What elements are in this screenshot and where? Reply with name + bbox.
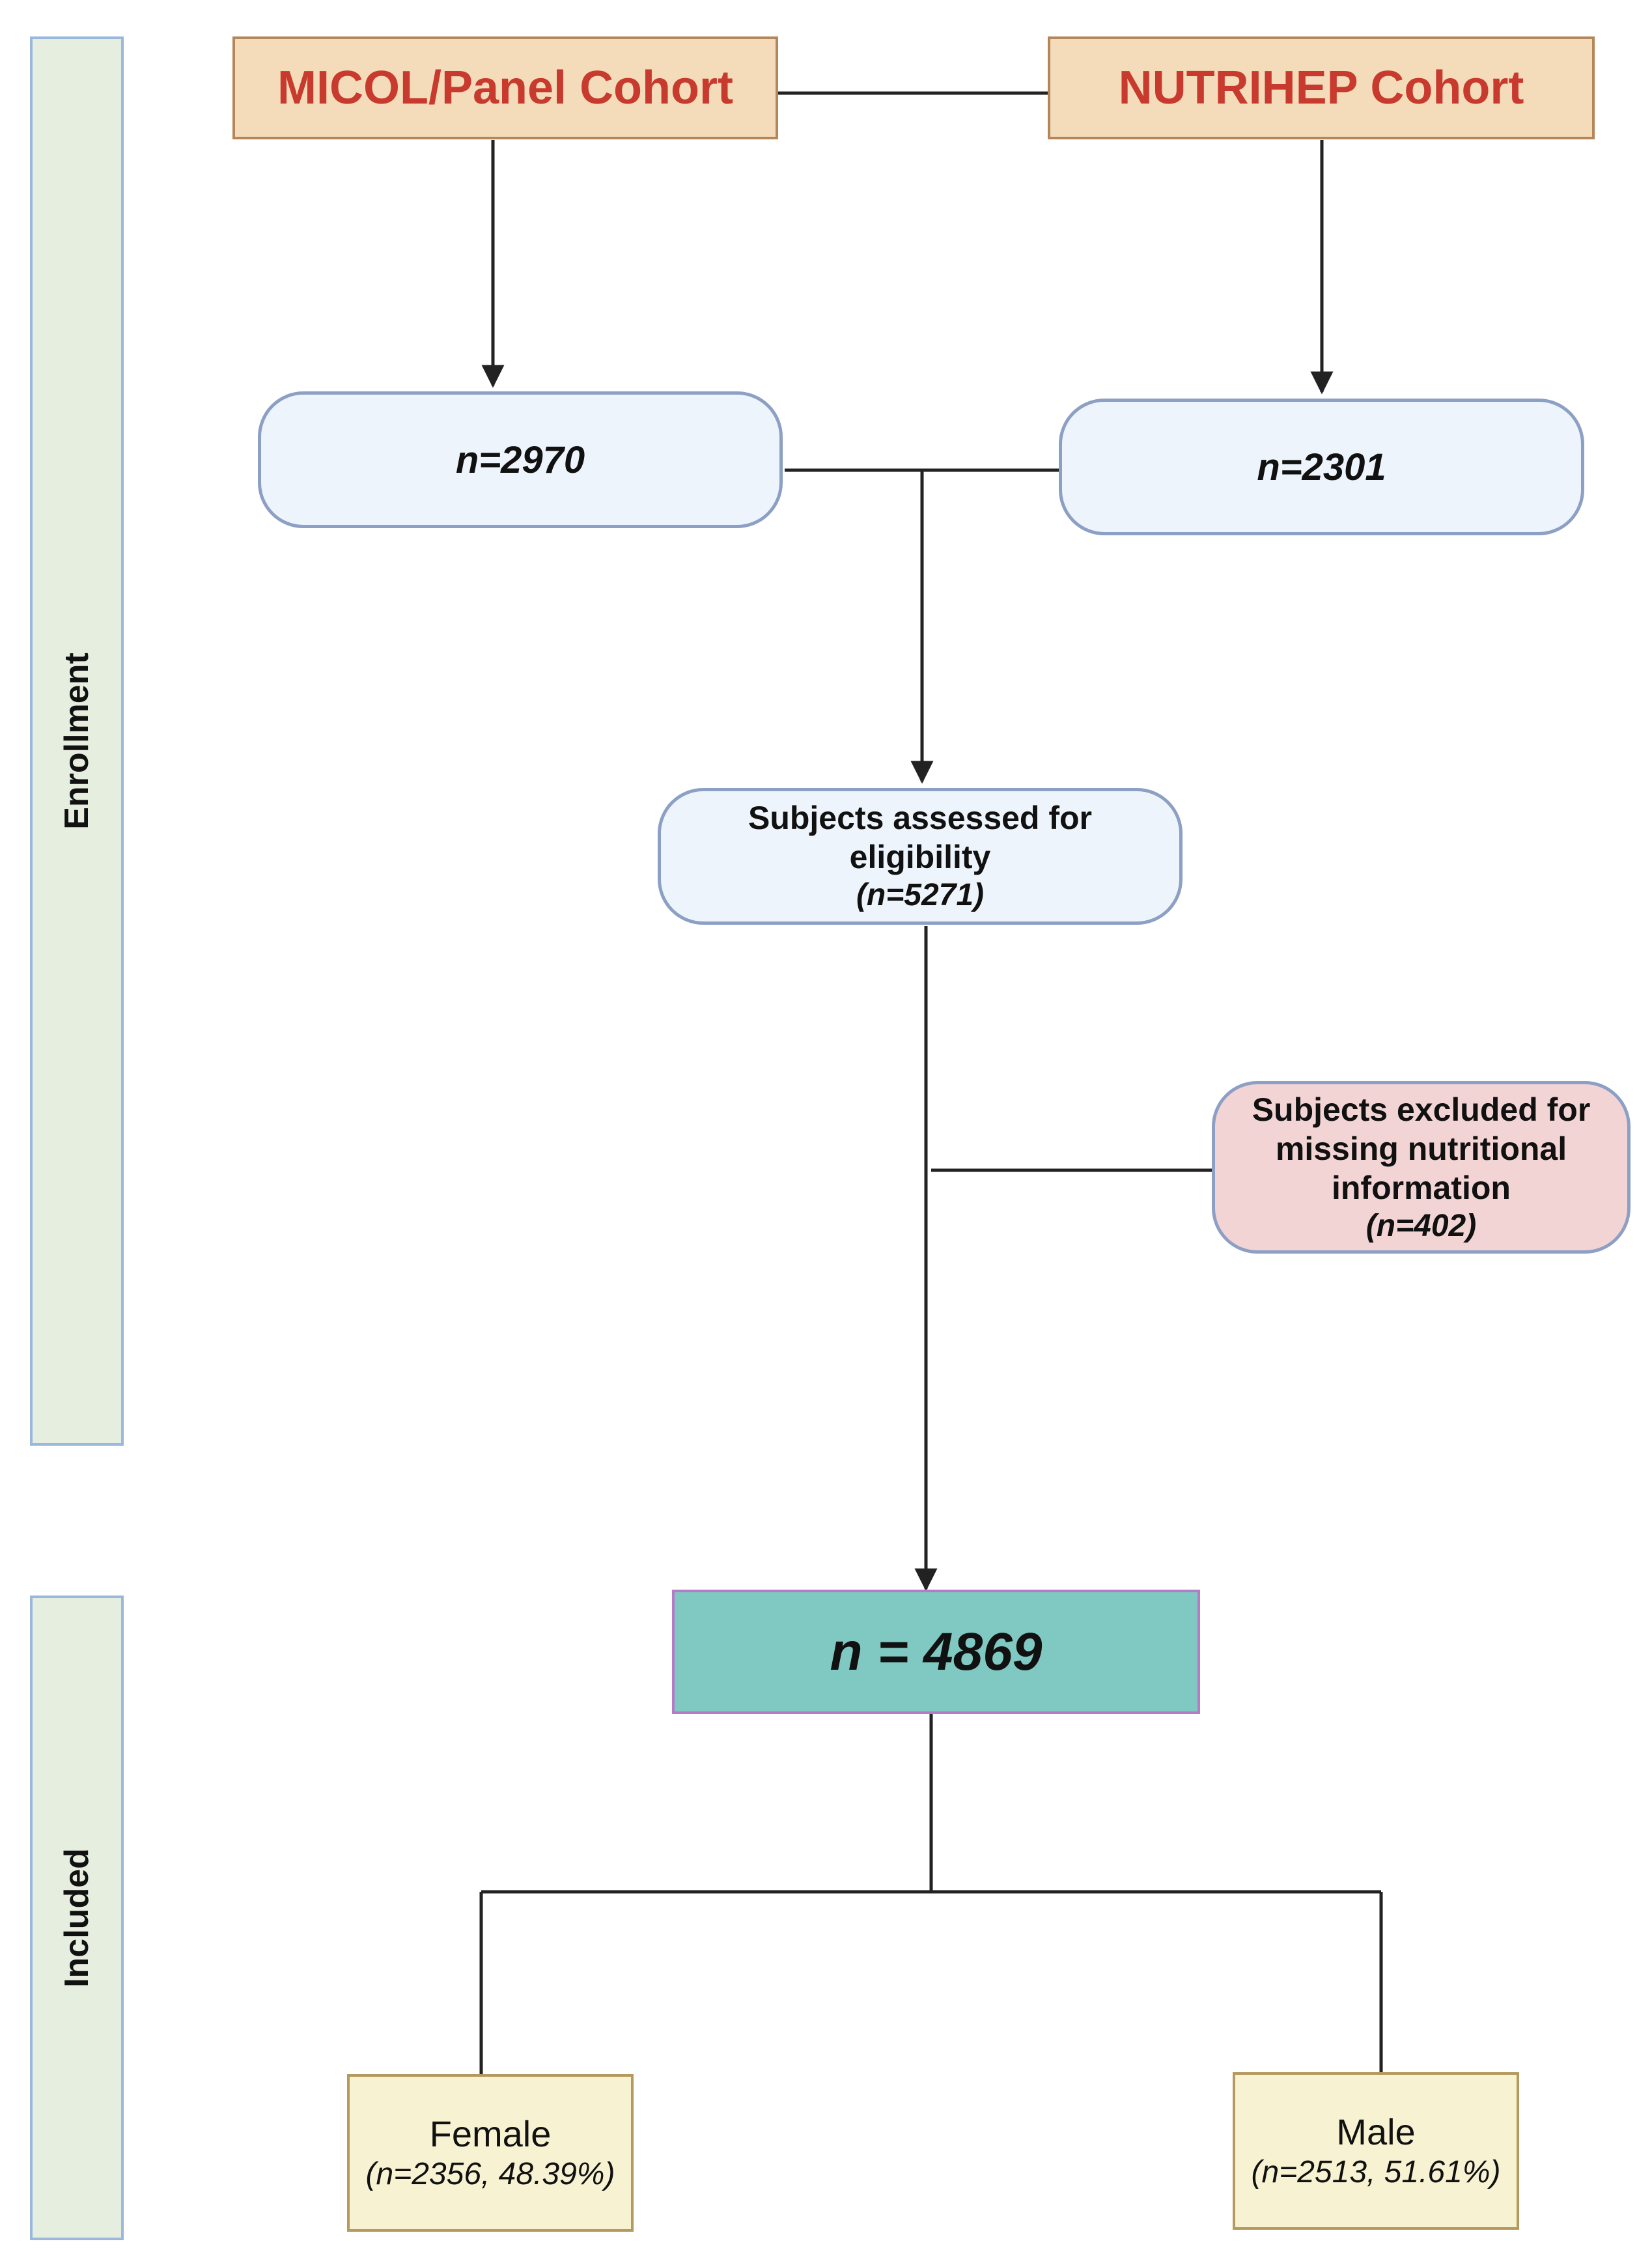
eligibility-line-1: Subjects assessed for bbox=[748, 800, 1093, 836]
included-box: n = 4869 bbox=[672, 1590, 1200, 1714]
eligibility-line-2: eligibility bbox=[849, 839, 991, 875]
excluded-line-1: Subjects excluded for bbox=[1252, 1091, 1591, 1128]
male-label: Male bbox=[1336, 2111, 1416, 2152]
excluded-line-3: information bbox=[1332, 1169, 1511, 1206]
micol-count: n=2970 bbox=[455, 438, 585, 481]
nutrihep-count-box: n=2301 bbox=[1059, 399, 1584, 535]
excluded-count: (n=402) bbox=[1365, 1208, 1477, 1243]
enrollment-phase-label: Enrollment bbox=[58, 653, 96, 830]
included-phase-bar: Included bbox=[30, 1595, 124, 2240]
included-count: n = 4869 bbox=[830, 1622, 1043, 1681]
female-label: Female bbox=[429, 2113, 552, 2154]
excluded-line-2: missing nutritional bbox=[1275, 1130, 1567, 1167]
excluded-box: Subjects excluded for missing nutritiona… bbox=[1212, 1081, 1631, 1254]
female-box: Female (n=2356, 48.39%) bbox=[347, 2074, 634, 2232]
eligibility-box: Subjects assessed for eligibility (n=527… bbox=[658, 788, 1183, 925]
eligibility-count: (n=5271) bbox=[856, 878, 985, 912]
enrollment-phase-bar: Enrollment bbox=[30, 36, 124, 1446]
micol-cohort-box: MICOL/Panel Cohort bbox=[232, 36, 778, 139]
micol-count-box: n=2970 bbox=[258, 391, 783, 528]
male-count: (n=2513, 51.61%) bbox=[1251, 2155, 1501, 2189]
nutrihep-cohort-label: NUTRIHEP Cohort bbox=[1118, 62, 1524, 114]
male-box: Male (n=2513, 51.61%) bbox=[1233, 2072, 1519, 2230]
nutrihep-count: n=2301 bbox=[1257, 445, 1386, 488]
micol-cohort-label: MICOL/Panel Cohort bbox=[277, 62, 733, 114]
nutrihep-cohort-box: NUTRIHEP Cohort bbox=[1048, 36, 1595, 139]
female-count: (n=2356, 48.39%) bbox=[365, 2157, 615, 2191]
included-phase-label: Included bbox=[58, 1848, 96, 1988]
